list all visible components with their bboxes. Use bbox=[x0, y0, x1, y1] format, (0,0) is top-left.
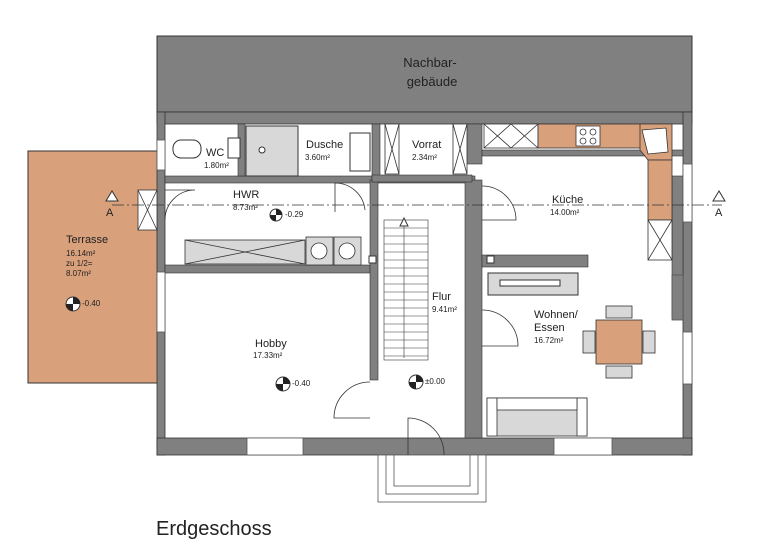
wohnen-area: 16.72m² bbox=[534, 336, 564, 345]
vorrat-name: Vorrat bbox=[412, 139, 441, 151]
wc-area: 1.80m² bbox=[204, 161, 229, 170]
hwr-name: HWR bbox=[233, 189, 259, 201]
wc-sink bbox=[227, 137, 241, 159]
level-marker-flur bbox=[408, 374, 424, 390]
level-marker-hwr bbox=[269, 208, 283, 222]
hwr-area: 8.73m² bbox=[233, 203, 258, 212]
outer-walls bbox=[156, 111, 693, 456]
neighbor-label-line2: gebäude bbox=[407, 74, 458, 89]
kueche-area: 14.00m² bbox=[550, 208, 580, 217]
vorrat-shelves bbox=[384, 123, 468, 175]
terrace-area bbox=[27, 150, 159, 384]
hwr-appliances bbox=[184, 236, 362, 266]
kitchen-counter bbox=[483, 123, 673, 261]
vorrat-area: 2.34m² bbox=[412, 153, 437, 162]
wohnen-name-line2: Essen bbox=[534, 322, 565, 334]
level-hwr: -0.29 bbox=[285, 210, 304, 219]
neighbor-label-line1: Nachbar- bbox=[403, 55, 456, 70]
stair-treads bbox=[384, 227, 428, 357]
dusche-name: Dusche bbox=[306, 139, 343, 151]
level-hobby: -0.40 bbox=[292, 379, 311, 388]
wc-name: WC bbox=[206, 147, 224, 159]
terrasse-name: Terrasse bbox=[66, 234, 108, 246]
dusche-sink bbox=[349, 132, 371, 172]
wohnen-name-line1: Wohnen/ bbox=[534, 309, 579, 321]
entrance-steps bbox=[377, 454, 487, 503]
column-marker bbox=[368, 255, 377, 264]
doors bbox=[164, 182, 519, 456]
level-flur: ±0.00 bbox=[425, 377, 446, 386]
interior-walls bbox=[164, 123, 684, 439]
dining-set bbox=[582, 305, 656, 379]
flur-area: 9.41m² bbox=[432, 305, 457, 314]
level-marker-hobby bbox=[275, 376, 291, 392]
staircase bbox=[383, 219, 429, 361]
terrasse-area: 16.14m² bbox=[66, 249, 96, 258]
terrasse-area-half: 8.07m² bbox=[66, 269, 91, 278]
terrace-doors bbox=[137, 189, 158, 231]
shower-tray bbox=[245, 125, 299, 177]
windows bbox=[156, 139, 693, 456]
kueche-name: Küche bbox=[552, 194, 583, 206]
column-marker bbox=[486, 255, 495, 264]
sofa bbox=[486, 397, 588, 437]
section-mark-left-triangle bbox=[105, 190, 119, 202]
hobby-name: Hobby bbox=[255, 338, 287, 350]
hobby-area: 17.33m² bbox=[253, 351, 283, 360]
flur-name: Flur bbox=[432, 291, 451, 303]
plan-title: Erdgeschoss bbox=[156, 518, 272, 540]
section-mark-left: A bbox=[106, 207, 114, 219]
section-mark-right-triangle bbox=[712, 190, 726, 202]
wc-toilet bbox=[172, 139, 202, 159]
section-mark-right: A bbox=[715, 207, 723, 219]
dusche-area: 3.60m² bbox=[305, 153, 330, 162]
level-marker-terrasse bbox=[65, 296, 81, 312]
neighbor-building bbox=[156, 35, 693, 113]
kitchen-island-top bbox=[499, 279, 561, 287]
stair-arrow bbox=[399, 216, 409, 227]
shower-drain bbox=[258, 146, 266, 154]
terrasse-note: zu 1/2= bbox=[66, 259, 93, 268]
level-terrasse: -0.40 bbox=[82, 299, 101, 308]
